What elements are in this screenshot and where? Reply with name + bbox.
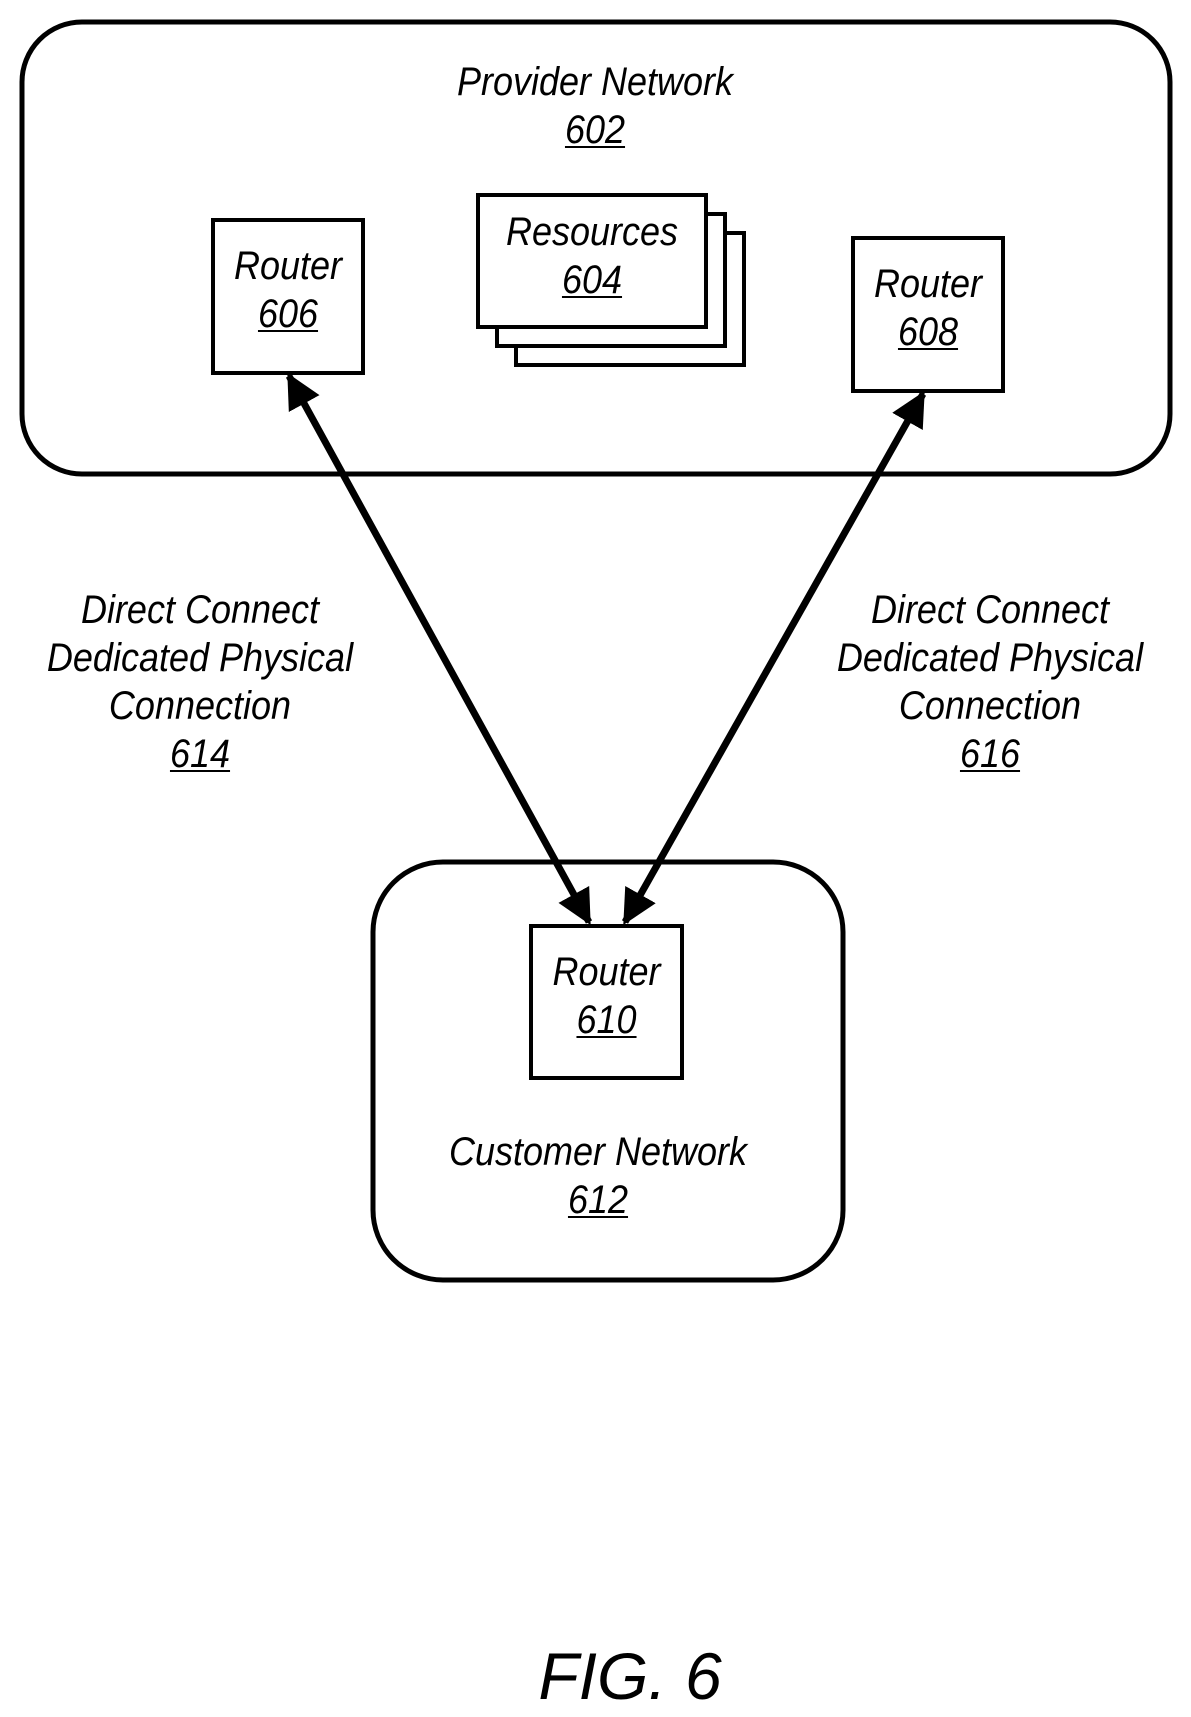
connection-614-line2: Dedicated Physical xyxy=(38,634,362,682)
customer-network-label: Customer Network 612 xyxy=(418,1128,778,1224)
resources-ref: 604 xyxy=(489,256,694,304)
router-608-ref: 608 xyxy=(861,308,996,356)
router-610-title: Router xyxy=(539,948,675,996)
resources-label: Resources 604 xyxy=(489,208,694,304)
router-608-title: Router xyxy=(861,260,996,308)
connection-616-ref: 616 xyxy=(828,730,1152,778)
provider-network-label: Provider Network 602 xyxy=(415,58,775,154)
router-606-title: Router xyxy=(221,242,356,290)
router-606-label: Router 606 xyxy=(221,242,356,338)
connection-614-label: Direct Connect Dedicated Physical Connec… xyxy=(38,586,362,778)
connection-614-ref: 614 xyxy=(38,730,362,778)
connection-616-line3: Connection xyxy=(828,682,1152,730)
customer-network-ref: 612 xyxy=(418,1176,778,1224)
router-608-label: Router 608 xyxy=(861,260,996,356)
connection-616-line2: Dedicated Physical xyxy=(828,634,1152,682)
connection-614-line1: Direct Connect xyxy=(38,586,362,634)
connection-616-line1: Direct Connect xyxy=(828,586,1152,634)
router-610-ref: 610 xyxy=(539,996,675,1044)
customer-network-title: Customer Network xyxy=(418,1128,778,1176)
resources-title: Resources xyxy=(489,208,694,256)
provider-network-ref: 602 xyxy=(415,106,775,154)
provider-network-title: Provider Network xyxy=(415,58,775,106)
router-606-ref: 606 xyxy=(221,290,356,338)
router-610-label: Router 610 xyxy=(539,948,675,1044)
figure-caption: FIG. 6 xyxy=(430,1640,830,1712)
connection-616-label: Direct Connect Dedicated Physical Connec… xyxy=(828,586,1152,778)
connection-614-line3: Connection xyxy=(38,682,362,730)
